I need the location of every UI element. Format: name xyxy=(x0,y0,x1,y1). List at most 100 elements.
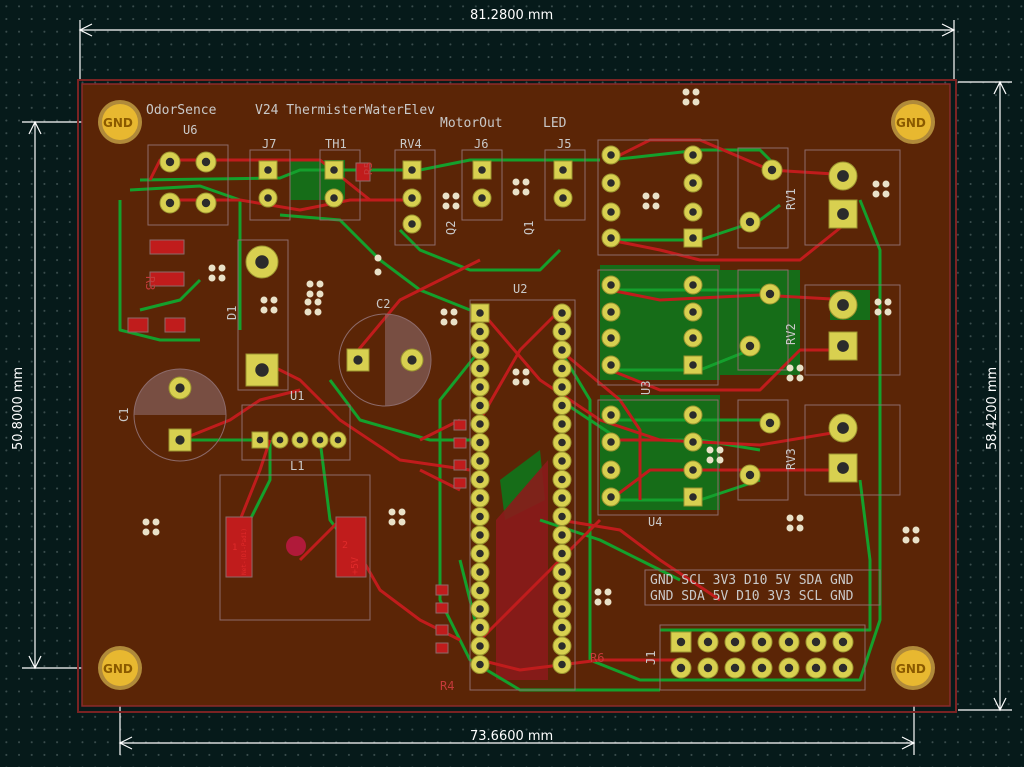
module-pad[interactable] xyxy=(683,302,703,322)
rv-pad[interactable] xyxy=(739,211,761,233)
j1-pad[interactable] xyxy=(751,631,773,653)
u2-pad[interactable] xyxy=(552,599,572,619)
u2-pad[interactable] xyxy=(552,433,572,452)
smd-resistors[interactable] xyxy=(127,162,467,654)
u2-pad[interactable] xyxy=(552,636,572,656)
u2-pad[interactable] xyxy=(552,414,572,434)
terminal-pad[interactable] xyxy=(828,331,858,361)
rv4-pad[interactable] xyxy=(402,160,422,180)
module-pad[interactable] xyxy=(601,405,621,425)
connector-pad[interactable] xyxy=(553,160,573,180)
rv-pad[interactable] xyxy=(739,335,761,357)
module-pad[interactable] xyxy=(601,432,621,452)
c2-pad[interactable] xyxy=(400,348,424,372)
u2-pad[interactable] xyxy=(470,451,490,471)
u2-pad[interactable] xyxy=(552,525,572,545)
u6-pad[interactable] xyxy=(195,151,217,173)
rv-pad[interactable] xyxy=(739,464,761,486)
j1-pad[interactable] xyxy=(697,631,719,653)
u2-pad[interactable] xyxy=(552,470,572,489)
u2-pad[interactable] xyxy=(470,599,490,619)
c1-pad[interactable] xyxy=(168,428,192,452)
u2-pad[interactable] xyxy=(552,562,572,582)
u2-pad[interactable] xyxy=(552,451,572,471)
terminal-pad[interactable] xyxy=(828,413,858,443)
j1-pad[interactable] xyxy=(778,657,800,679)
module-pad[interactable] xyxy=(683,432,703,452)
u2-pad[interactable] xyxy=(552,618,572,637)
module-pad[interactable] xyxy=(601,228,621,248)
j1-pad[interactable] xyxy=(670,657,692,679)
u2-pad[interactable] xyxy=(470,618,490,637)
u2-pad[interactable] xyxy=(470,636,490,656)
connector-pad[interactable] xyxy=(258,188,278,208)
rv-pad[interactable] xyxy=(759,412,781,434)
u2-pad[interactable] xyxy=(552,303,572,323)
d1-pad[interactable] xyxy=(245,353,279,387)
u2-pad[interactable] xyxy=(552,488,572,508)
module-pad[interactable] xyxy=(683,228,703,248)
j1-pad[interactable] xyxy=(724,657,746,679)
terminal-pad[interactable] xyxy=(828,290,858,320)
module-pad[interactable] xyxy=(683,173,703,193)
u2-pad[interactable] xyxy=(552,396,572,415)
u2-pad[interactable] xyxy=(470,377,490,397)
module-pad[interactable] xyxy=(683,487,703,507)
u2-pad[interactable] xyxy=(470,322,490,341)
module-pad[interactable] xyxy=(601,302,621,322)
u2-pad[interactable] xyxy=(470,507,490,526)
l1-pad-1[interactable] xyxy=(225,516,253,578)
through-hole-pads[interactable] xyxy=(159,145,858,679)
u1-pad[interactable] xyxy=(291,431,309,449)
u2-pad[interactable] xyxy=(470,470,490,489)
u2-pad[interactable] xyxy=(470,340,490,360)
u2-pad[interactable] xyxy=(552,507,572,526)
u2-pad[interactable] xyxy=(470,433,490,452)
j1-pad[interactable] xyxy=(832,631,854,653)
u2-pad[interactable] xyxy=(470,359,490,378)
u2-pad[interactable] xyxy=(470,525,490,545)
rv4-pad[interactable] xyxy=(402,214,422,234)
connector-pad[interactable] xyxy=(553,188,573,208)
d1-pad[interactable] xyxy=(245,245,279,279)
module-pad[interactable] xyxy=(601,355,621,375)
module-pad[interactable] xyxy=(601,487,621,507)
module-pad[interactable] xyxy=(601,275,621,295)
u2-pad[interactable] xyxy=(470,396,490,415)
connector-pad[interactable] xyxy=(324,160,344,180)
module-pad[interactable] xyxy=(683,202,703,222)
j1-pad[interactable] xyxy=(832,657,854,679)
rv4-pad[interactable] xyxy=(402,188,422,208)
u2-pad[interactable] xyxy=(470,488,490,508)
terminal-pad[interactable] xyxy=(828,199,858,229)
module-pad[interactable] xyxy=(601,460,621,480)
u1-pad[interactable] xyxy=(311,431,329,449)
u2-pad[interactable] xyxy=(552,581,572,600)
module-pad[interactable] xyxy=(683,405,703,425)
u2-pad[interactable] xyxy=(552,322,572,341)
u1-pad[interactable] xyxy=(329,431,347,449)
connector-pad[interactable] xyxy=(472,188,492,208)
module-pad[interactable] xyxy=(683,355,703,375)
u2-pad[interactable] xyxy=(552,655,572,674)
connector-pad[interactable] xyxy=(324,188,344,208)
terminal-pad[interactable] xyxy=(828,453,858,483)
j1-pad[interactable] xyxy=(751,657,773,679)
u2-pad[interactable] xyxy=(470,544,490,563)
c1-pad[interactable] xyxy=(168,376,192,400)
u6-pad[interactable] xyxy=(159,151,181,173)
u2-pad[interactable] xyxy=(470,414,490,434)
u2-pad[interactable] xyxy=(552,377,572,397)
j1-pad[interactable] xyxy=(697,657,719,679)
rv-pad[interactable] xyxy=(759,283,781,305)
j1-pad[interactable] xyxy=(778,631,800,653)
rv-pad[interactable] xyxy=(761,159,783,181)
module-pad[interactable] xyxy=(683,328,703,348)
connector-pad[interactable] xyxy=(258,160,278,180)
module-pad[interactable] xyxy=(683,145,703,165)
j1-pad[interactable] xyxy=(670,631,692,653)
u2-pad[interactable] xyxy=(470,303,490,323)
module-pad[interactable] xyxy=(683,460,703,480)
u2-pad[interactable] xyxy=(470,562,490,582)
